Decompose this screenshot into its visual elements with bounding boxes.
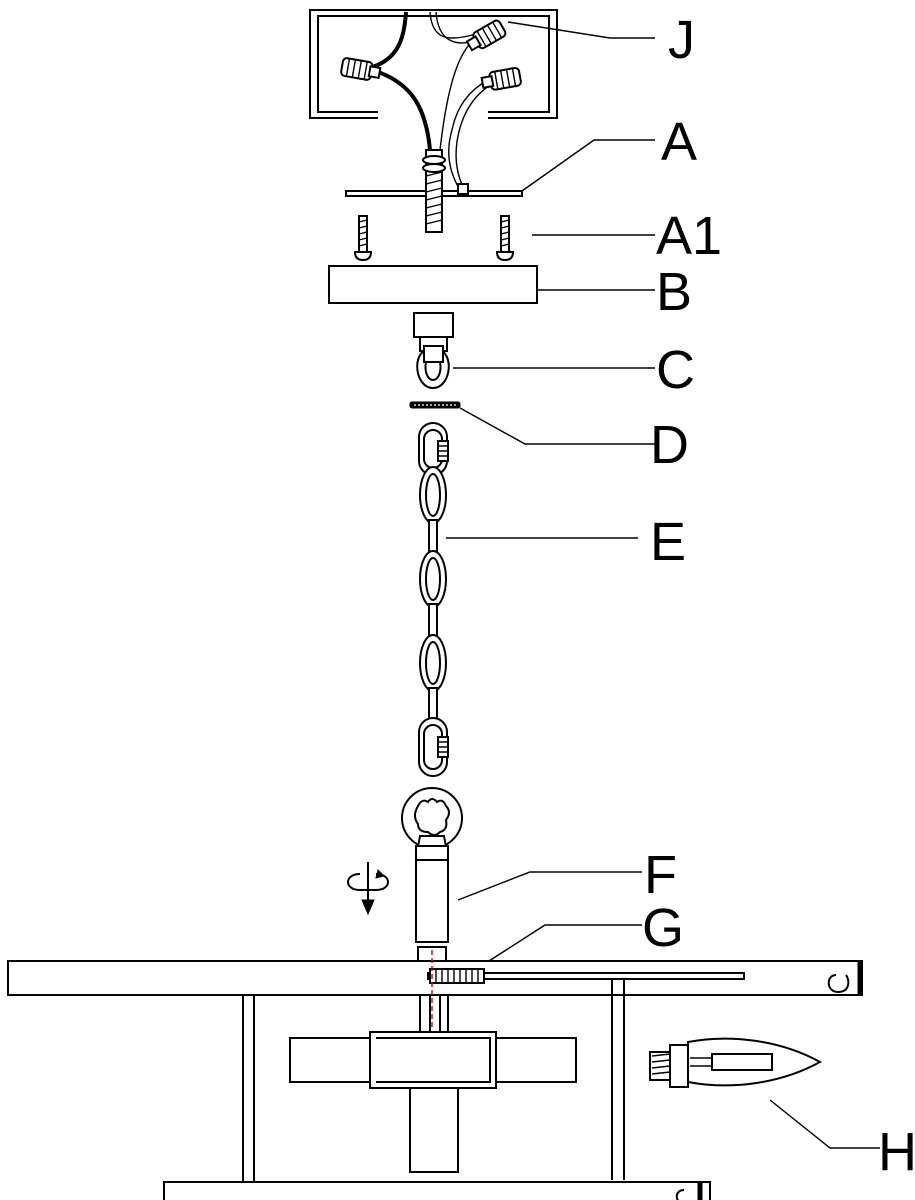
label-A: A xyxy=(661,112,697,172)
wire-nuts xyxy=(340,19,522,91)
label-H: H xyxy=(878,1122,915,1182)
fixture-loop-stem xyxy=(401,787,463,943)
label-B: B xyxy=(656,262,692,322)
chain xyxy=(418,422,449,777)
label-A1: A1 xyxy=(656,206,722,266)
chain-link-5 xyxy=(419,634,447,692)
chain-link-6 xyxy=(428,687,438,723)
label-G: G xyxy=(642,898,684,958)
leader-lines xyxy=(446,21,880,1149)
canopy-loop xyxy=(413,312,454,390)
label-D: D xyxy=(650,415,689,475)
chain-link-2 xyxy=(428,519,438,555)
crossbar-bracket xyxy=(345,149,523,233)
lock-washer xyxy=(409,401,461,409)
mounting-screws xyxy=(353,215,515,262)
chain-link-4 xyxy=(428,603,438,639)
junction-box xyxy=(309,9,558,119)
canopy xyxy=(328,265,538,304)
fixture-body xyxy=(7,946,863,1200)
label-J: J xyxy=(668,10,695,70)
candelabra-bulb xyxy=(649,1037,823,1088)
label-C: C xyxy=(656,340,695,400)
chain-quick-link-bottom xyxy=(418,717,449,777)
chain-quick-link-top xyxy=(418,422,449,476)
chain-link-1 xyxy=(419,466,447,524)
chain-link-3 xyxy=(419,550,447,608)
label-E: E xyxy=(650,512,686,572)
rotate-arrow-icon xyxy=(347,862,389,916)
label-F: F xyxy=(644,845,677,905)
